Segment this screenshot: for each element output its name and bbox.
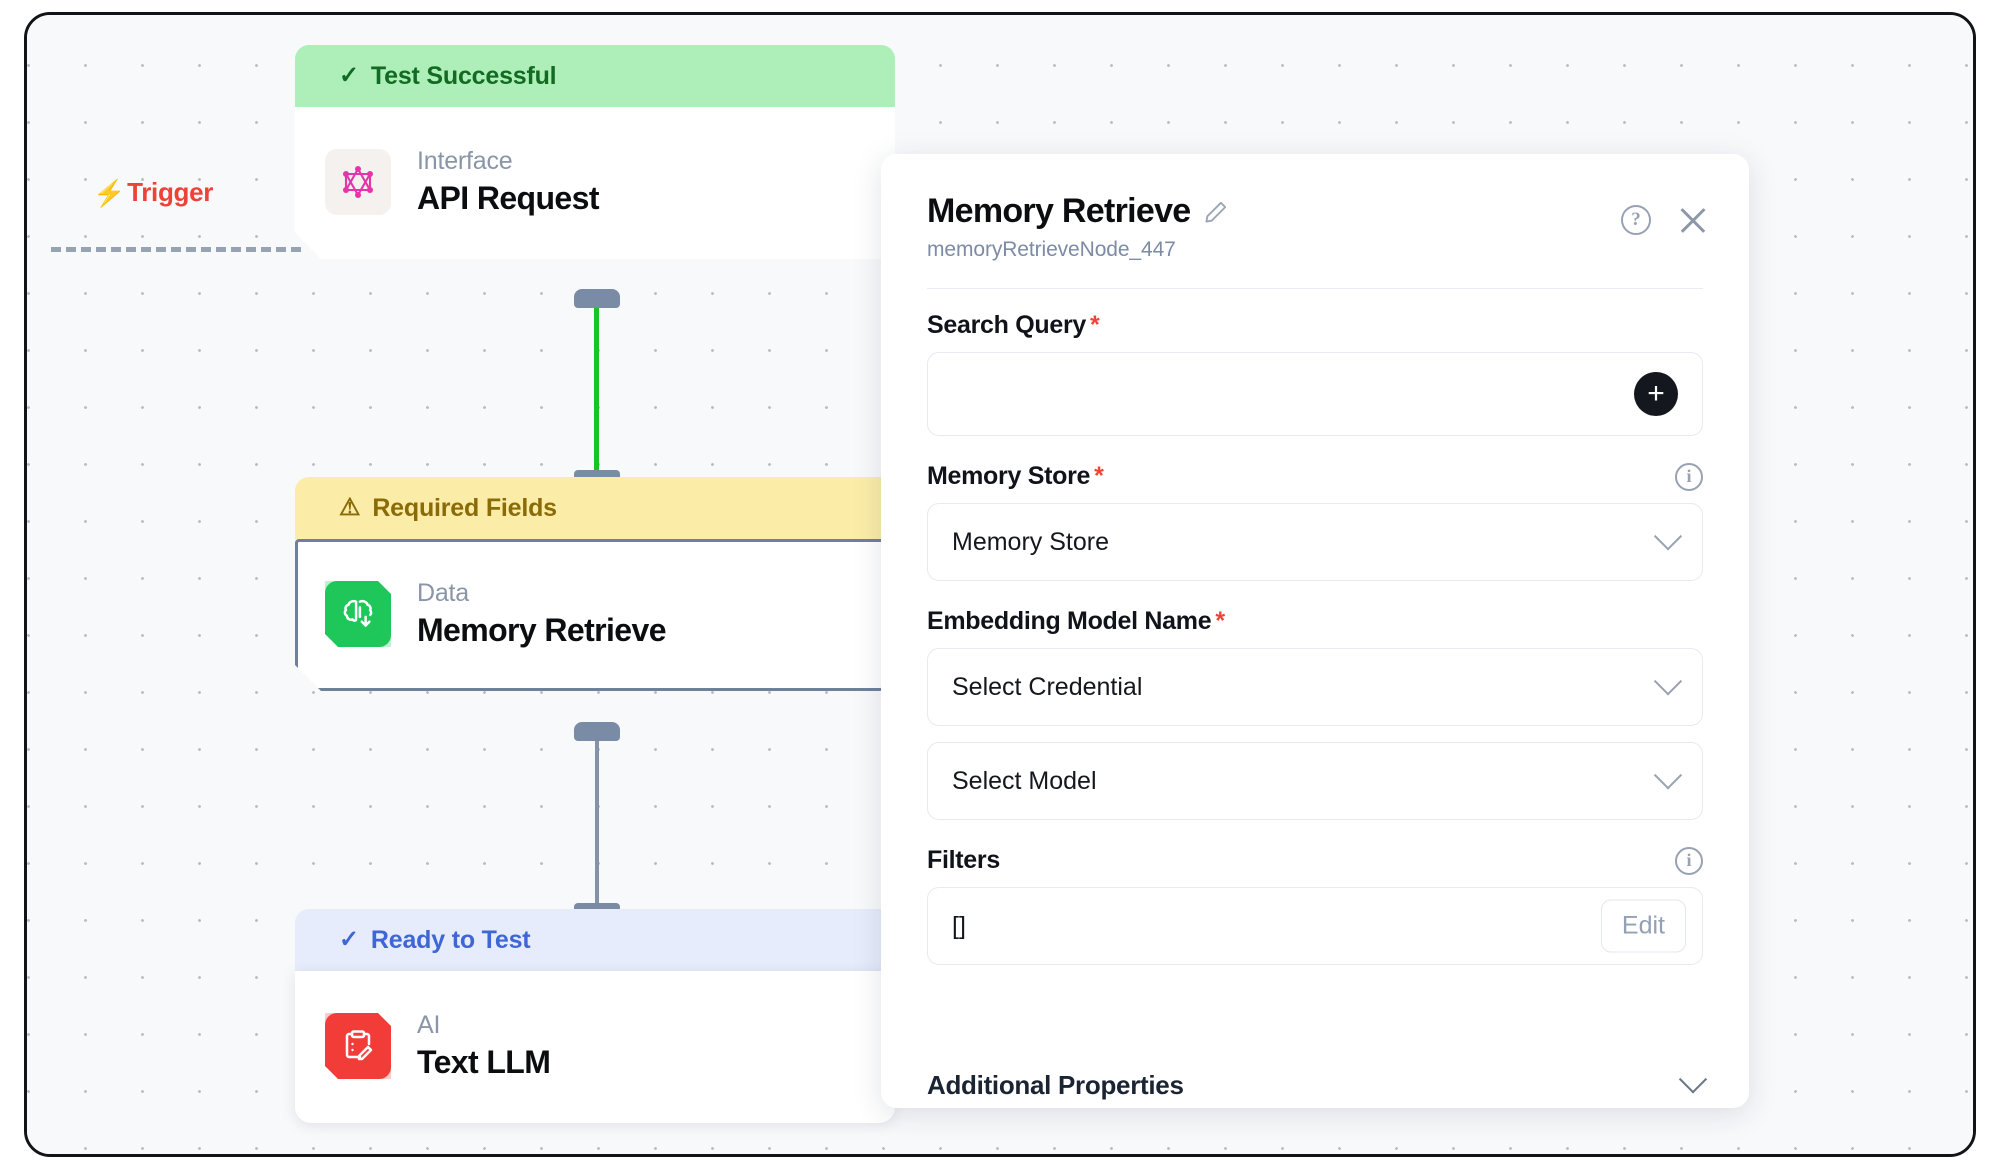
additional-properties-label: Additional Properties <box>927 1069 1184 1100</box>
credential-value: Select Credential <box>952 672 1143 701</box>
field-memory-store: Memory Store* i Memory Store <box>927 462 1703 581</box>
node-title: API Request <box>417 180 599 216</box>
connector-api-to-memory[interactable] <box>573 289 620 489</box>
node-card[interactable]: Interface API Request <box>295 107 895 259</box>
panel-divider <box>927 288 1703 289</box>
panel-header: Memory Retrieve memoryRetrieveNode_447 ? <box>881 154 1749 262</box>
field-filters: Filters i [] Edit <box>927 846 1703 965</box>
field-label: Memory Store* <box>927 462 1104 491</box>
panel-actions: ? <box>1621 204 1709 236</box>
lightning-bolt-icon: ⚡ <box>93 177 126 208</box>
node-api-request[interactable]: ✓ Test Successful <box>295 45 895 259</box>
node-status-label: Ready to Test <box>370 925 531 954</box>
node-category: Interface <box>417 147 513 175</box>
node-status-label: Test Successful <box>370 61 557 90</box>
chevron-down-icon <box>1653 522 1683 551</box>
model-select[interactable]: Select Model <box>927 742 1703 820</box>
field-label-text: Filters <box>927 846 1000 874</box>
clipboard-pencil-icon <box>325 1013 391 1079</box>
trigger-dashed-line <box>51 247 301 252</box>
question-circle-icon[interactable]: ? <box>1621 205 1651 235</box>
node-config-panel[interactable]: Memory Retrieve memoryRetrieveNode_447 ? <box>881 154 1749 1108</box>
panel-node-id: memoryRetrieveNode_447 <box>927 238 1176 261</box>
node-status-label: Required Fields <box>372 493 557 522</box>
trigger-text: Trigger <box>127 177 214 207</box>
field-label-text: Embedding Model Name <box>927 607 1212 635</box>
chevron-down-icon <box>1653 667 1683 696</box>
connector-memory-to-llm[interactable] <box>574 722 620 922</box>
additional-properties-accordion[interactable]: Additional Properties <box>927 1062 1708 1108</box>
node-category: AI <box>417 1011 441 1039</box>
required-asterisk: * <box>1090 311 1100 339</box>
field-search-query: Search Query* + <box>927 311 1703 436</box>
field-label-text: Search Query <box>927 311 1086 339</box>
field-label: Filters <box>927 846 1000 875</box>
node-text: Interface API Request <box>417 147 599 217</box>
field-label: Embedding Model Name* <box>927 607 1225 636</box>
chevron-down-icon <box>1653 761 1683 790</box>
field-label-text: Memory Store <box>927 462 1091 490</box>
trigger-label: ⚡ Trigger <box>93 177 213 208</box>
chevron-down-icon <box>1678 1065 1708 1094</box>
close-icon[interactable] <box>1677 204 1709 236</box>
connector-handle-top[interactable] <box>573 289 620 308</box>
panel-title: Memory Retrieve <box>927 192 1191 230</box>
required-asterisk: * <box>1094 462 1104 490</box>
node-status-banner-ready: ✓ Ready to Test <box>295 909 895 971</box>
credential-select[interactable]: Select Credential <box>927 648 1703 726</box>
node-card-selected[interactable]: Data Memory Retrieve <box>295 539 895 691</box>
required-asterisk: * <box>1215 607 1225 635</box>
filters-edit-button[interactable]: Edit <box>1600 899 1686 953</box>
check-icon: ✓ <box>339 62 359 89</box>
node-status-banner-success: ✓ Test Successful <box>295 45 895 107</box>
filters-value: [] <box>952 911 966 940</box>
node-text: AI Text LLM <box>417 1011 551 1081</box>
connector-handle-top[interactable] <box>574 722 620 741</box>
search-query-input[interactable]: + <box>927 352 1703 436</box>
info-circle-icon[interactable]: i <box>1675 846 1703 875</box>
pencil-icon[interactable] <box>1203 199 1229 225</box>
plus-icon[interactable]: + <box>1634 372 1678 416</box>
field-label: Search Query* <box>927 311 1100 340</box>
field-embedding-model-name: Embedding Model Name* Select Credential … <box>927 607 1703 820</box>
app-frame: ⚡ Trigger ✓ Test Successful <box>24 12 1976 1157</box>
panel-form: Search Query* + Memory Store* i <box>881 289 1749 965</box>
node-category: Data <box>417 579 470 607</box>
filters-input[interactable]: [] Edit <box>927 887 1703 965</box>
memory-store-select[interactable]: Memory Store <box>927 503 1703 581</box>
node-title: Text LLM <box>417 1044 551 1080</box>
node-title: Memory Retrieve <box>417 612 666 648</box>
check-icon: ✓ <box>339 926 359 953</box>
node-text: Data Memory Retrieve <box>417 579 666 649</box>
node-status-banner-warning: ⚠ Required Fields <box>295 477 895 539</box>
node-text-llm[interactable]: ✓ Ready to Test <box>295 909 895 1123</box>
info-circle-icon[interactable]: i <box>1675 462 1703 491</box>
node-card[interactable]: AI Text LLM <box>295 971 895 1123</box>
graphql-icon <box>325 149 391 215</box>
model-value: Select Model <box>952 766 1097 795</box>
warning-triangle-icon: ⚠ <box>339 494 361 521</box>
memory-store-value: Memory Store <box>952 527 1109 556</box>
node-memory-retrieve[interactable]: ⚠ Required Fields <box>295 477 895 691</box>
brain-download-icon <box>325 581 391 647</box>
